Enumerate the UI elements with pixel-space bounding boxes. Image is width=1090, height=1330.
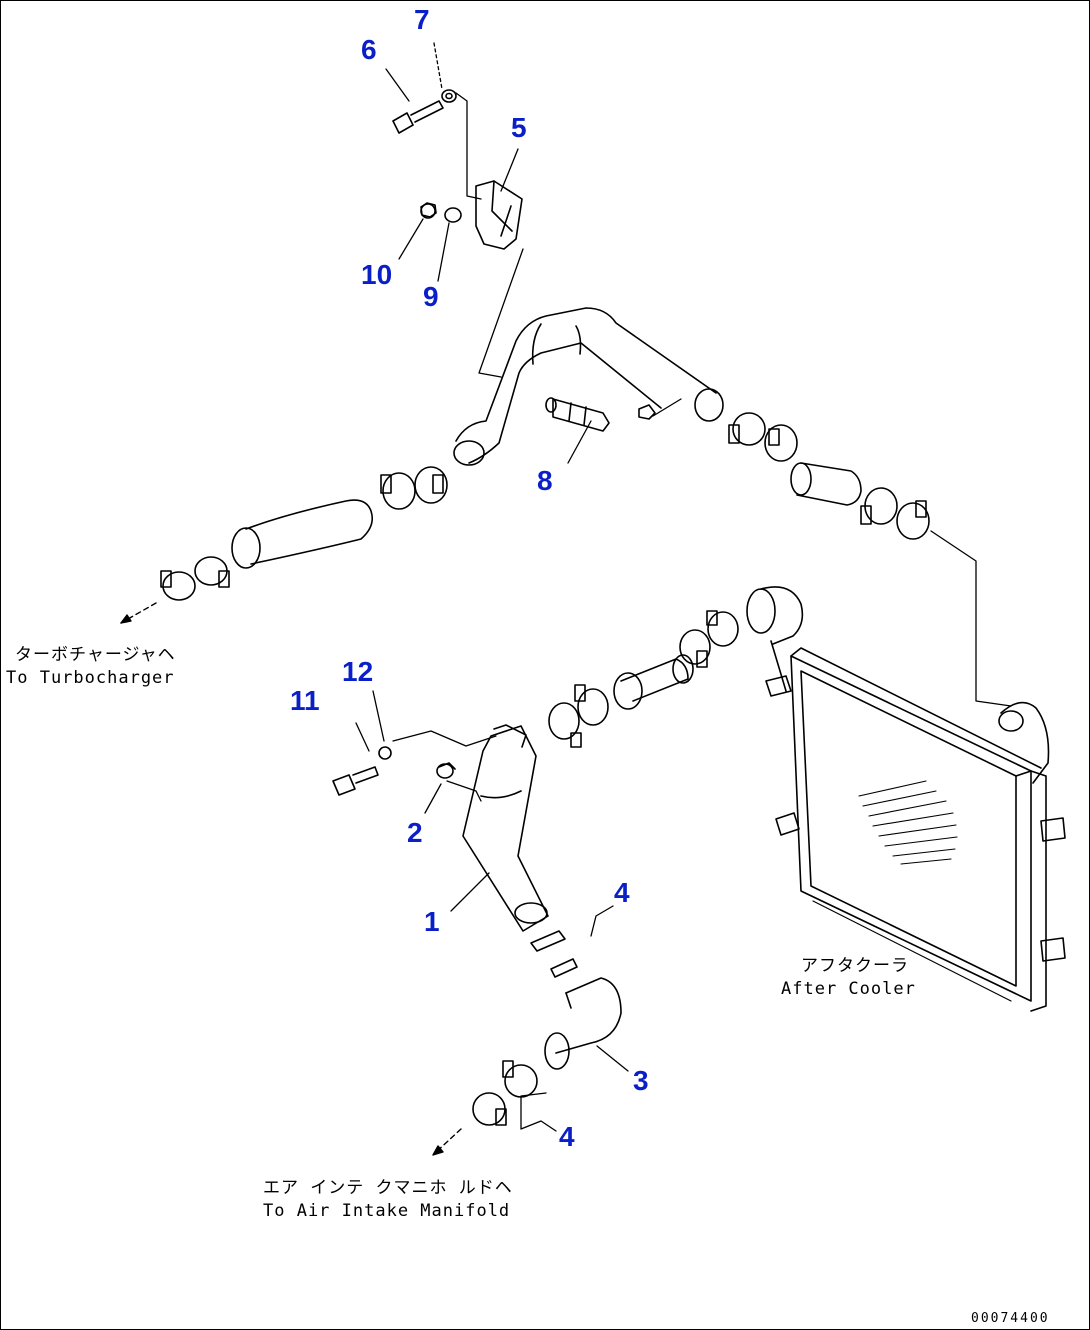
- label-intake-en: To Air Intake Manifold: [263, 1201, 511, 1221]
- nut-10: [420, 202, 437, 219]
- clamps-4-lower: [472, 1060, 538, 1126]
- bolt-11: [332, 766, 379, 796]
- label-aftercooler-en: After Cooler: [781, 979, 916, 999]
- callout-11: 11: [290, 685, 320, 716]
- callout-4-top: 4: [614, 877, 630, 908]
- hose-3: [544, 977, 622, 1070]
- callout-5: 5: [511, 112, 527, 143]
- clamps-4-upper: [530, 930, 578, 978]
- leader-lines: [355, 42, 1012, 1132]
- sensor-8: [545, 397, 656, 432]
- bolt-2: [436, 762, 456, 779]
- aftercooler: [765, 647, 1066, 1012]
- callout-4-bottom: 4: [559, 1121, 575, 1152]
- label-turbocharger-en: To Turbocharger: [6, 668, 175, 688]
- callout-6: 6: [361, 34, 377, 65]
- aftercooler-inlet: [746, 586, 804, 692]
- callout-12: 12: [342, 656, 374, 687]
- callout-7: 7: [414, 4, 430, 35]
- washer-9: [444, 207, 462, 223]
- callout-9: 9: [423, 281, 439, 312]
- callout-3: 3: [633, 1065, 649, 1096]
- bolt-6: [392, 100, 444, 134]
- washer-12: [378, 746, 392, 760]
- callout-10: 10: [361, 259, 393, 290]
- arrows: [120, 602, 462, 1156]
- label-intake-jp: エア インテ クマニホ ルドヘ: [263, 1178, 513, 1198]
- hoses: [231, 462, 862, 710]
- washer-7: [441, 89, 457, 103]
- callout-8: 8: [537, 465, 553, 496]
- callout-2: 2: [407, 817, 423, 848]
- pipe-1: [462, 724, 549, 932]
- label-turbocharger-jp: ターボチャージャヘ: [15, 645, 176, 665]
- bracket-5: [475, 180, 523, 250]
- clamps-middle: [548, 610, 739, 748]
- upper-pipe: [453, 307, 724, 466]
- clamps-upper: [160, 412, 930, 601]
- label-aftercooler-jp: アフタクーラ: [801, 956, 909, 976]
- callout-1: 1: [424, 906, 440, 937]
- document-number: 00074400: [971, 1311, 1050, 1326]
